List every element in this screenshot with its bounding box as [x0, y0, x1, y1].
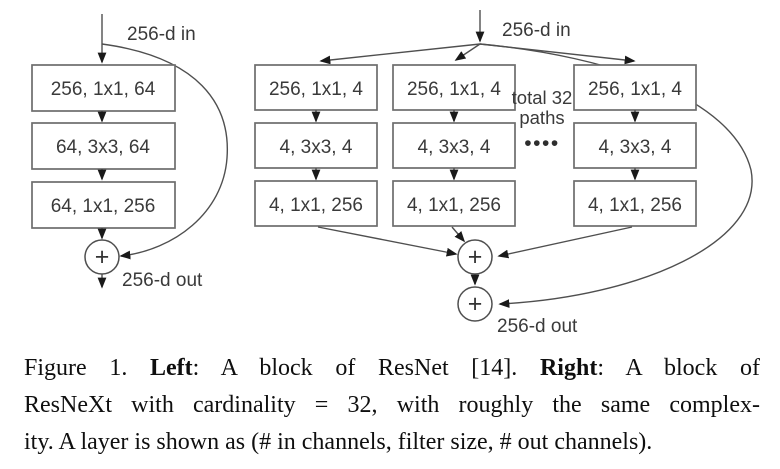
caption-line-3: ity. A layer is shown as (# in channels,… — [24, 428, 653, 455]
resnext-fan-arrow-path1 — [319, 43, 481, 65]
resnet-conv3-box — [31, 181, 176, 229]
resnet-out-label: 256-d out — [122, 270, 203, 291]
caption-line-1-suffix: : A block of — [597, 355, 760, 381]
caption-line-2: ResNeXt with cardinality = 32, with roug… — [24, 391, 760, 418]
resnext-p2-conv2-box — [392, 122, 516, 169]
caption-left-keyword: Left — [150, 355, 193, 381]
resnext-p2-conv1-box — [392, 64, 516, 111]
paths-ellipsis-dots: •••• — [524, 132, 559, 155]
resnext-p1-conv2-label: 4, 3x3, 4 — [280, 137, 353, 158]
resnext-p1-arrow-to-sum — [317, 226, 458, 257]
resnext-p32-conv1-label: 256, 1x1, 4 — [588, 79, 682, 100]
total-paths-note-line1: total 32 — [512, 87, 573, 108]
caption-right-keyword: Right — [539, 355, 598, 381]
resnext-out-label: 256-d out — [497, 316, 578, 337]
resnext-aggregate-plus-sign: + — [468, 243, 483, 271]
resnext-fan-arrow-path2 — [454, 43, 481, 61]
resnext-path-2: 256, 1x1, 4 4, 3x3, 4 4, 1x1, 256 — [392, 64, 516, 243]
resnet-conv2-box — [31, 122, 176, 170]
resnext-p32-conv1-box — [573, 64, 697, 111]
resnext-p32-conv2-box — [573, 122, 697, 169]
resnet-conv1-box — [31, 64, 176, 112]
resnext-residual-sum-node — [457, 286, 493, 322]
resnext-path-1: 256, 1x1, 4 4, 3x3, 4 4, 1x1, 256 — [254, 64, 458, 257]
resnet-in-label: 256-d in — [127, 24, 196, 45]
resnext-in-label: 256-d in — [502, 20, 571, 41]
resnext-p2-conv3-box — [392, 180, 516, 227]
resnext-p1-conv3-label: 4, 1x1, 256 — [269, 195, 363, 216]
resnext-block: 256-d in 256, 1x1, 4 4, 3x3, 4 4, 1x1, 2… — [254, 10, 753, 337]
resnet-plus-sign: + — [95, 243, 110, 271]
resnet-conv2-label: 64, 3x3, 64 — [56, 137, 150, 158]
resnext-p2-conv3-label: 4, 1x1, 256 — [407, 195, 501, 216]
resnext-residual-plus-sign: + — [468, 290, 483, 318]
resnet-conv3-label: 64, 1x1, 256 — [51, 196, 156, 217]
resnext-p2-arrow-to-sum — [451, 226, 466, 243]
resnext-p32-arrow-to-sum — [497, 226, 633, 259]
resnext-p1-conv3-box — [254, 180, 378, 227]
resnext-p2-conv2-label: 4, 3x3, 4 — [418, 137, 491, 158]
caption-line-1: Figure 1. Left: A block of ResNet [14]. … — [24, 350, 760, 387]
caption-line-1-mid: : A block of ResNet [14]. — [192, 355, 540, 381]
resnext-p32-conv2-label: 4, 3x3, 4 — [599, 137, 672, 158]
resnet-conv1-label: 256, 1x1, 64 — [51, 79, 156, 100]
block-diagram: 256-d in 256, 1x1, 64 64, 3x3, 64 64, 1x… — [31, 10, 753, 337]
resnext-p1-conv1-label: 256, 1x1, 4 — [269, 79, 363, 100]
resnext-p2-conv1-label: 256, 1x1, 4 — [407, 79, 501, 100]
total-paths-note-line2: paths — [519, 107, 564, 128]
resnext-p32-conv3-label: 4, 1x1, 256 — [588, 195, 682, 216]
figure-caption: Figure 1. Left: A block of ResNet [14]. … — [24, 350, 760, 460]
resnext-path-32: 256, 1x1, 4 4, 3x3, 4 4, 1x1, 256 — [497, 64, 697, 259]
caption-figure-number: Figure 1. — [24, 355, 150, 381]
resnext-p1-conv2-box — [254, 122, 378, 169]
resnet-block: 256-d in 256, 1x1, 64 64, 3x3, 64 64, 1x… — [31, 14, 228, 291]
resnext-p32-conv3-box — [573, 180, 697, 227]
